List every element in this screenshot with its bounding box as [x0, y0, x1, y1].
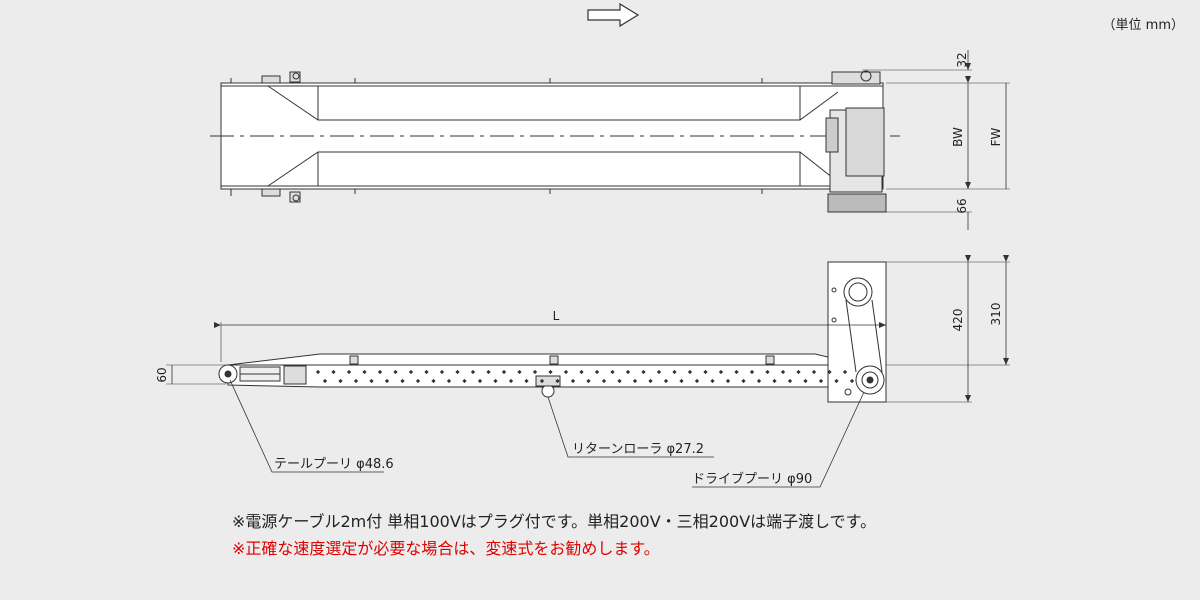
belt-hole [679, 378, 684, 384]
return-roller-leader [547, 396, 714, 458]
belt-hole [548, 369, 553, 375]
belt-hole [842, 369, 848, 375]
belt-hole [765, 369, 770, 375]
belt-hole [718, 369, 724, 375]
belt-hole [408, 369, 414, 375]
belt-hole [663, 378, 669, 384]
tail-pulley-label: テールプーリ φ48.6 [274, 457, 394, 472]
top-motor-base [827, 193, 887, 213]
dim-fw-label: FW [989, 127, 1003, 146]
belt-hole [610, 369, 615, 375]
belt-hole [787, 378, 793, 384]
top-belt-outline [267, 85, 839, 187]
belt-hole [362, 369, 367, 375]
belt-hole [462, 378, 467, 384]
belt-hole [369, 378, 374, 384]
belt-hole [555, 378, 560, 384]
belt-hole [796, 369, 801, 375]
belt-hole [377, 369, 383, 375]
belt-hole [524, 378, 529, 384]
belt-hole [424, 369, 429, 375]
belt-hole [570, 378, 576, 384]
drive-pulley-label: ドライブプーリ φ90 [692, 471, 812, 487]
belt-hole [586, 378, 591, 384]
dim-66-label: 66 [955, 198, 969, 213]
return-roller-shape [541, 384, 555, 398]
belt-hole [501, 369, 507, 375]
dim-l-label: L [553, 309, 560, 323]
belt-hole [493, 378, 498, 384]
belt-hole [517, 369, 522, 375]
dim-60-label: 60 [155, 367, 169, 382]
belt-hole [539, 378, 545, 384]
drive-pulley-leader [692, 391, 865, 488]
belt-hole [331, 369, 336, 375]
belt-hole [353, 378, 359, 384]
belt-hole [656, 369, 662, 375]
belt-hole [811, 369, 817, 375]
dim-310-label: 310 [989, 303, 1003, 326]
top-view [210, 50, 1010, 230]
belt-hole [338, 378, 343, 384]
belt-hole [694, 378, 700, 384]
belt-hole [594, 369, 600, 375]
belt-hole [617, 378, 622, 384]
belt-hole [625, 369, 631, 375]
belt-hole [446, 378, 452, 384]
belt-hole [439, 369, 445, 375]
dim-32-label: 32 [955, 52, 969, 67]
belt-hole [703, 369, 708, 375]
belt-hole [648, 378, 653, 384]
belt-hole [579, 369, 584, 375]
belt-hole [601, 378, 607, 384]
belt-hole [756, 378, 762, 384]
belt-hole [772, 378, 777, 384]
belt-hole [486, 369, 491, 375]
unit-label: （単位 mm） [1102, 18, 1184, 33]
belt-hole [827, 369, 832, 375]
belt-hole [393, 369, 398, 375]
belt-hole [849, 378, 855, 384]
belt-hole [687, 369, 693, 375]
direction-arrow-icon [587, 2, 640, 28]
belt-hole [346, 369, 352, 375]
belt-hole [710, 378, 715, 384]
belt-hole [834, 378, 839, 384]
belt-hole [818, 378, 824, 384]
belt-hole [415, 378, 421, 384]
belt-hole [563, 369, 569, 375]
return-roller-label: リターンローラ φ27.2 [572, 442, 704, 457]
belt-hole [749, 369, 755, 375]
belt-hole [322, 378, 328, 384]
side-view [166, 255, 1010, 488]
belt-hole [455, 369, 460, 375]
belt-hole [672, 369, 677, 375]
belt-hole [734, 369, 739, 375]
belt-hole [741, 378, 746, 384]
belt-hole [632, 378, 638, 384]
belt-hole [641, 369, 646, 375]
belt-hole-pattern [315, 369, 855, 384]
belt-hole [780, 369, 786, 375]
belt-hole [470, 369, 476, 375]
belt-hole [431, 378, 436, 384]
belt-hole [315, 369, 321, 375]
belt-hole [725, 378, 731, 384]
belt-hole [803, 378, 808, 384]
tail-pulley-leader [229, 379, 384, 473]
dim-bw-label: BW [951, 127, 965, 147]
dim-420-label: 420 [951, 309, 965, 332]
belt-hole [384, 378, 390, 384]
belt-hole [532, 369, 538, 375]
note-cable: ※電源ケーブル2m付 単相100Vはプラグ付です。単相200V・三相200Vは端… [232, 512, 877, 531]
belt-hole [508, 378, 514, 384]
belt-hole [477, 378, 483, 384]
note-speed: ※正確な速度選定が必要な場合は、変速式をお勧めします。 [232, 539, 660, 558]
belt-hole [400, 378, 405, 384]
